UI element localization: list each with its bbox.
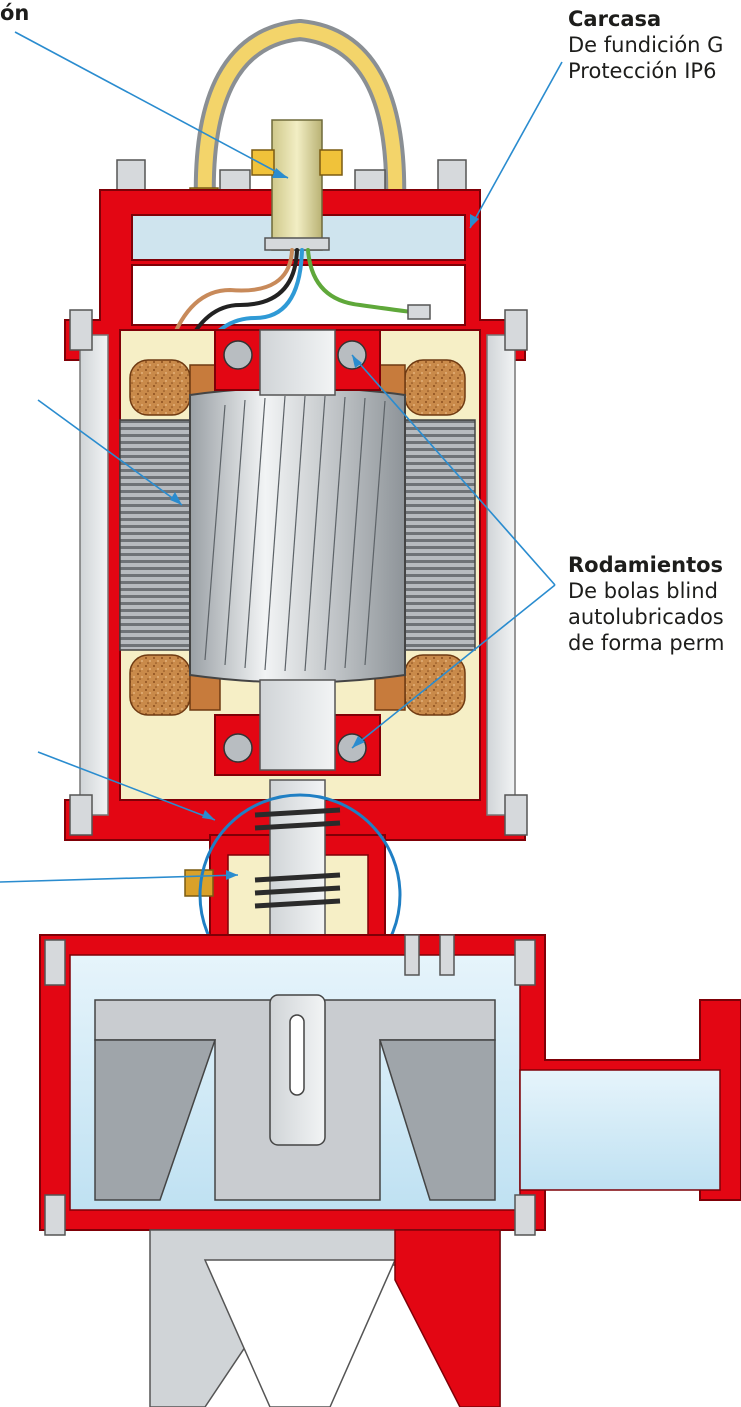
label-fragment-top-left: ón	[0, 0, 29, 26]
arrow-cable-entry	[272, 168, 288, 178]
leader-arrowheads	[170, 168, 479, 880]
label-carcasa-line-2: Protección IP6	[568, 59, 717, 83]
arrow-stator	[170, 492, 182, 505]
stator-lamination-left	[119, 419, 191, 651]
stator-lamination-right	[404, 419, 476, 651]
lifting-handle-inner	[197, 22, 403, 212]
winding-top-right	[404, 359, 466, 416]
leader-cable-entry	[14, 31, 289, 179]
arrow-carcasa	[470, 214, 479, 228]
lower-shaft	[259, 679, 336, 771]
label-carcasa: Carcasa De fundición G Protección IP6	[568, 6, 723, 84]
cable-gland-right	[319, 149, 343, 176]
volute-bolts	[44, 934, 536, 1236]
left-cooling-fin	[79, 334, 109, 816]
arrow-seal	[202, 810, 215, 820]
label-rodamientos-line-1: De bolas blind	[568, 579, 718, 603]
winding-bottom-left	[129, 654, 191, 716]
impeller-key	[289, 1014, 305, 1096]
label-rodamientos-title: Rodamientos	[568, 553, 724, 577]
leader-seal	[37, 751, 216, 821]
upper-shaft	[259, 329, 336, 396]
leader-bearing-lower	[351, 584, 556, 749]
impeller-vane-left	[94, 1039, 217, 1201]
label-rodamientos-line-2: autolubricados	[568, 605, 724, 629]
right-cooling-fin	[486, 334, 516, 816]
leader-carcasa	[469, 61, 563, 229]
rotor	[189, 386, 406, 684]
label-fragment-text: ón	[0, 1, 30, 25]
winding-top-left	[129, 359, 191, 416]
flange-bolts	[69, 309, 528, 836]
base-inner	[203, 1259, 397, 1407]
upper-bearing-ball-left	[223, 340, 253, 370]
label-rodamientos-line-3: de forma perm	[568, 631, 725, 655]
cable-gland-left	[251, 149, 275, 176]
label-carcasa-line-1: De fundición G	[568, 33, 724, 57]
leader-stator	[37, 399, 183, 506]
leader-oil-plug	[0, 874, 239, 883]
label-rodamientos: Rodamientos De bolas blind autolubricado…	[568, 552, 724, 656]
arrow-bearing-lower	[352, 736, 365, 748]
arrow-bearing-upper	[352, 355, 362, 368]
discharge-channel	[519, 1069, 721, 1191]
base-red-rib	[394, 1229, 501, 1407]
cable-entry-pipe	[271, 119, 323, 251]
leader-lines	[0, 31, 563, 883]
wire-terminal-right	[407, 304, 431, 320]
label-carcasa-title: Carcasa	[568, 7, 662, 31]
lower-bearing-ball-left	[223, 733, 253, 763]
arrow-oil-plug	[226, 870, 238, 880]
rotor-bars	[204, 395, 386, 672]
leader-bearing-upper	[351, 354, 556, 586]
impeller-vane-right	[378, 1039, 496, 1201]
